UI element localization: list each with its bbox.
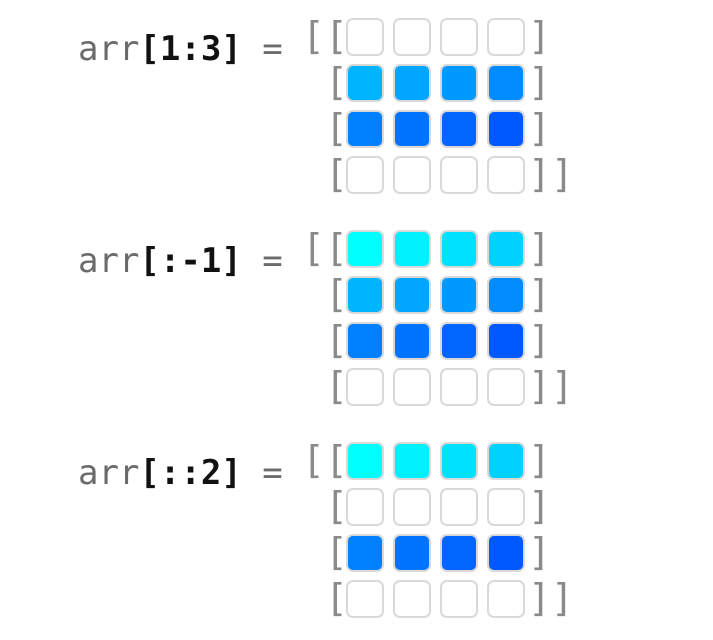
selected-cell bbox=[346, 64, 384, 102]
close-bracket: ] bbox=[528, 318, 551, 362]
unselected-cell bbox=[487, 580, 525, 618]
open-bracket: [ bbox=[325, 576, 348, 620]
unselected-cell bbox=[346, 580, 384, 618]
unselected-cell bbox=[487, 18, 525, 56]
selected-cell bbox=[487, 110, 525, 148]
selected-cell bbox=[393, 110, 431, 148]
unselected-cell bbox=[346, 156, 384, 194]
slice-notation: [1:3] bbox=[139, 29, 242, 69]
selected-cell bbox=[487, 64, 525, 102]
unselected-cell bbox=[440, 488, 478, 526]
unselected-cell bbox=[393, 156, 431, 194]
unselected-cell bbox=[487, 368, 525, 406]
selected-cell bbox=[487, 322, 525, 360]
close-bracket: ]] bbox=[528, 364, 574, 408]
selected-cell bbox=[440, 534, 478, 572]
close-bracket: ]] bbox=[528, 152, 574, 196]
equals-sign: = bbox=[262, 241, 283, 281]
unselected-cell bbox=[346, 488, 384, 526]
selected-cell bbox=[487, 276, 525, 314]
selected-cell bbox=[487, 230, 525, 268]
unselected-cell bbox=[393, 580, 431, 618]
open-bracket: [ bbox=[325, 152, 348, 196]
selected-cell bbox=[487, 442, 525, 480]
close-bracket: ] bbox=[528, 484, 551, 528]
unselected-cell bbox=[440, 580, 478, 618]
selected-cell bbox=[440, 230, 478, 268]
unselected-cell bbox=[440, 156, 478, 194]
close-bracket: ] bbox=[528, 106, 551, 150]
selected-cell bbox=[346, 110, 384, 148]
selected-cell bbox=[346, 534, 384, 572]
slice-notation: [:-1] bbox=[139, 241, 242, 281]
selected-cell bbox=[346, 230, 384, 268]
unselected-cell bbox=[393, 488, 431, 526]
close-bracket: ] bbox=[528, 60, 551, 104]
array-name: arr bbox=[78, 29, 140, 69]
slice-expression: arr[:-1] = bbox=[78, 241, 283, 281]
array-name: arr bbox=[78, 453, 140, 493]
unselected-cell bbox=[487, 488, 525, 526]
unselected-cell bbox=[440, 18, 478, 56]
open-bracket: [ bbox=[325, 272, 348, 316]
slice-panel-1: arr[1:3] = [[] [] [] []] bbox=[0, 16, 713, 216]
close-bracket: ] bbox=[528, 272, 551, 316]
selected-cell bbox=[393, 442, 431, 480]
selected-cell bbox=[393, 64, 431, 102]
open-bracket: [ bbox=[325, 530, 348, 574]
selected-cell bbox=[346, 322, 384, 360]
selected-cell bbox=[487, 534, 525, 572]
open-bracket: [[ bbox=[302, 438, 348, 482]
selected-cell bbox=[440, 442, 478, 480]
close-bracket: ] bbox=[528, 226, 551, 270]
open-bracket: [[ bbox=[302, 226, 348, 270]
equals-sign: = bbox=[262, 453, 283, 493]
unselected-cell bbox=[487, 156, 525, 194]
selected-cell bbox=[346, 276, 384, 314]
selected-cell bbox=[393, 534, 431, 572]
equals-sign: = bbox=[262, 29, 283, 69]
unselected-cell bbox=[440, 368, 478, 406]
slice-expression: arr[::2] = bbox=[78, 453, 283, 493]
open-bracket: [ bbox=[325, 364, 348, 408]
selected-cell bbox=[440, 276, 478, 314]
slice-panel-2: arr[:-1] = [[] [] [] []] bbox=[0, 228, 713, 428]
open-bracket: [ bbox=[325, 106, 348, 150]
selected-cell bbox=[393, 230, 431, 268]
unselected-cell bbox=[393, 368, 431, 406]
slice-notation: [::2] bbox=[139, 453, 242, 493]
close-bracket: ] bbox=[528, 530, 551, 574]
close-bracket: ] bbox=[528, 438, 551, 482]
slice-expression: arr[1:3] = bbox=[78, 29, 283, 69]
selected-cell bbox=[440, 322, 478, 360]
selected-cell bbox=[393, 276, 431, 314]
close-bracket: ]] bbox=[528, 576, 574, 620]
open-bracket: [[ bbox=[302, 14, 348, 58]
unselected-cell bbox=[346, 18, 384, 56]
slice-panel-3: arr[::2] =[[][][][]] bbox=[0, 440, 713, 640]
selected-cell bbox=[440, 64, 478, 102]
close-bracket: ] bbox=[528, 14, 551, 58]
unselected-cell bbox=[346, 368, 384, 406]
selected-cell bbox=[440, 110, 478, 148]
selected-cell bbox=[393, 322, 431, 360]
selected-cell bbox=[346, 442, 384, 480]
open-bracket: [ bbox=[325, 60, 348, 104]
array-name: arr bbox=[78, 241, 140, 281]
open-bracket: [ bbox=[325, 318, 348, 362]
open-bracket: [ bbox=[325, 484, 348, 528]
unselected-cell bbox=[393, 18, 431, 56]
